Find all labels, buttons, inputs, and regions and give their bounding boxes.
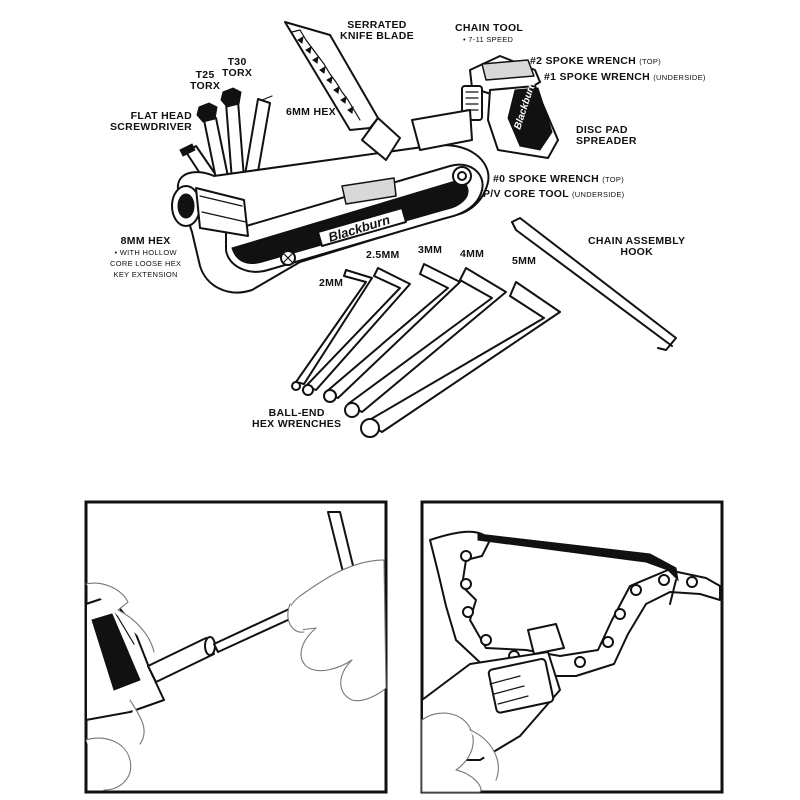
label-pv-core-sub: (UNDERSIDE) [572, 190, 625, 199]
chain-assembly-hook [511, 217, 677, 351]
label-spoke-wrench-0-sub: (TOP) [602, 175, 625, 184]
label-serrated-knife: SERRATED KNIFE BLADE [340, 20, 414, 42]
chain-tool-block: Blackburn [461, 55, 559, 159]
label-chain-tool-sub: • 7-11 SPEED [463, 35, 514, 44]
label-8mm-hex-sub1: • WITH HOLLOW [114, 248, 177, 257]
label-t30-torx: T30 TORX [222, 57, 252, 79]
label-pv-core: P/V CORE TOOL (UNDERSIDE) [483, 189, 624, 200]
label-chain-hook-line1: CHAIN ASSEMBLY [588, 235, 686, 247]
label-flat-head-line1: FLAT HEAD [130, 110, 193, 122]
panel-chain-tool [420, 500, 724, 794]
hex-wrench-4mm [344, 267, 507, 418]
label-ball-end: BALL-END HEX WRENCHES [252, 408, 341, 430]
label-size-2mm: 2MM [319, 277, 344, 289]
tool-body: Blackburn [171, 109, 490, 294]
label-size-2-5mm: 2.5MM [366, 249, 400, 261]
label-spoke-wrench-1-title: #1 SPOKE WRENCH [544, 71, 651, 83]
label-chain-tool-title: CHAIN TOOL [455, 22, 524, 34]
label-6mm-hex: 6MM HEX [286, 106, 336, 118]
label-ball-end-line2: HEX WRENCHES [252, 418, 342, 430]
hex-wrench-set [291, 263, 561, 438]
panel-hex-extension [84, 500, 388, 794]
label-chain-tool: CHAIN TOOL • 7-11 SPEED [455, 23, 523, 45]
label-chain-hook: CHAIN ASSEMBLY HOOK [588, 236, 685, 258]
label-spoke-wrench-1: #1 SPOKE WRENCH (UNDERSIDE) [544, 72, 706, 83]
hex-wrench-3mm [323, 263, 461, 403]
label-spoke-wrench-2: #2 SPOKE WRENCH (TOP) [530, 56, 661, 67]
label-spoke-wrench-0-title: #0 SPOKE WRENCH [493, 173, 600, 185]
label-t25-line2: TORX [190, 80, 221, 92]
hex-wrench-2mm [291, 269, 373, 391]
label-8mm-hex-title: 8MM HEX [120, 235, 171, 247]
label-flat-head-line2: SCREWDRIVER [110, 121, 193, 133]
label-8mm-hex-sub3: KEY EXTENSION [113, 270, 178, 279]
label-size-5mm: 5MM [512, 255, 537, 267]
label-flat-head: FLAT HEAD SCREWDRIVER [110, 111, 192, 133]
label-disc-pad: DISC PAD SPREADER [576, 125, 637, 147]
label-spoke-wrench-0: #0 SPOKE WRENCH (TOP) [493, 174, 624, 185]
bike-chain [429, 530, 721, 677]
label-size-3mm: 3MM [418, 244, 443, 256]
hex-wrench-5mm [360, 281, 561, 438]
multi-tool: Blackburn Blackburn [171, 21, 559, 294]
label-chain-hook-line2: HOOK [620, 246, 654, 258]
label-spoke-wrench-2-title: #2 SPOKE WRENCH [530, 55, 637, 67]
label-pv-core-title: P/V CORE TOOL [483, 188, 569, 200]
serrated-knife-blade [284, 21, 379, 131]
label-8mm-hex: 8MM HEX • WITH HOLLOW CORE LOOSE HEX KEY… [110, 236, 181, 280]
label-serrated-knife-line1: SERRATED [347, 19, 407, 31]
label-t30-line2: TORX [222, 67, 253, 79]
label-t25-torx: T25 TORX [190, 70, 220, 92]
label-t25-line1: T25 [195, 69, 215, 81]
label-serrated-knife-line2: KNIFE BLADE [340, 30, 414, 42]
label-t30-line1: T30 [227, 56, 247, 68]
label-size-4mm: 4MM [460, 248, 485, 260]
label-ball-end-line1: BALL-END [268, 407, 325, 419]
label-spoke-wrench-1-sub: (UNDERSIDE) [653, 73, 706, 82]
hex-wrench-2-5mm [302, 267, 411, 396]
label-disc-pad-line1: DISC PAD [576, 124, 628, 136]
label-8mm-hex-sub2: CORE LOOSE HEX [110, 259, 182, 268]
label-disc-pad-line2: SPREADER [576, 135, 637, 147]
label-spoke-wrench-2-sub: (TOP) [639, 57, 662, 66]
